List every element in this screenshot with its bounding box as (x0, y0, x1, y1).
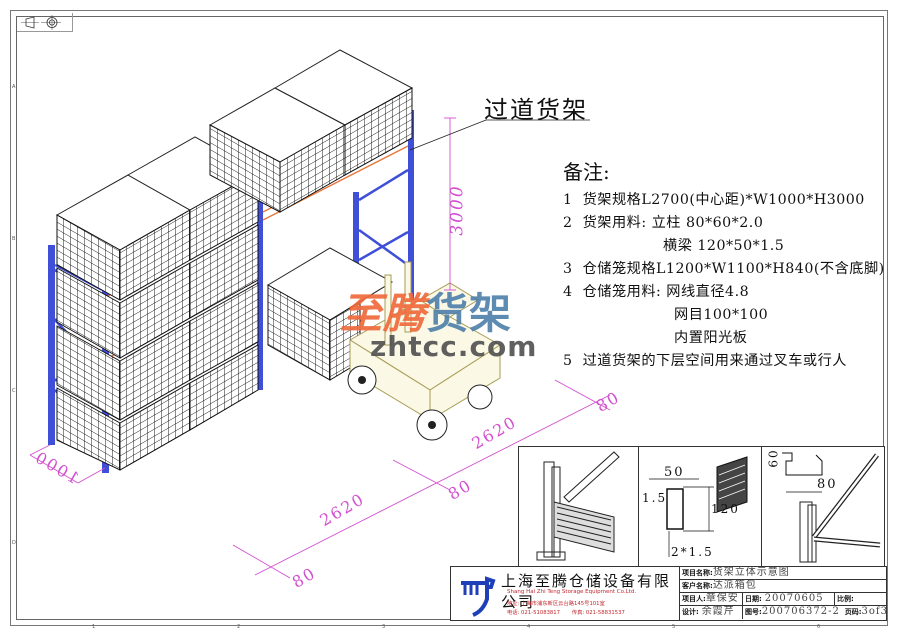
manager-label: 项目人: (682, 595, 706, 603)
detail-view-beam-section: 50 1.5 120 2*1.5 (639, 447, 762, 566)
project-name-label: 项目名称: (682, 569, 713, 577)
designer-value: 余霞芹 (701, 606, 735, 617)
scale-label: 比例: (837, 595, 854, 603)
detail-view-upright-section: 60 80 (762, 447, 884, 566)
note-item: 5 过道货架的下层空间用来通过叉车或行人 (563, 350, 893, 373)
note-number: 1 (563, 192, 573, 208)
project-name-row: 项目名称:货架立体示意图 (680, 567, 886, 580)
date-cell: 日期: 20070605 (742, 593, 834, 606)
company-name-cn: 上海至腾仓储设备有限公司 (501, 572, 672, 611)
note-text: 仓储笼用料: 网线直径4.8 (582, 284, 750, 300)
zone-mark-left: C (12, 388, 16, 394)
note-item: 网目100*100 (563, 304, 893, 327)
date-label: 日期: (745, 595, 762, 603)
notes-section: 备注: 1 货架规格L2700(中心距)*W1000*H3000 2 货架用料:… (563, 156, 893, 373)
note-text: 网目100*100 (674, 307, 769, 323)
upright-depth-label: 60 (766, 448, 781, 468)
drawing-no-value: 200706372-2 (761, 606, 840, 617)
page-value: 3of3 (861, 606, 888, 617)
watermark-brand: 至腾货架 (340, 280, 512, 341)
note-text: 内置阳光板 (674, 330, 748, 346)
note-text: 货架规格L2700(中心距)*W1000*H3000 (582, 192, 865, 208)
dimension-lines (29, 117, 611, 579)
company-phone-fax: 电话: 021-51083817 传真: 021-58831537 (507, 608, 625, 616)
leader-line (409, 119, 590, 151)
dimension-height: 3000 (447, 184, 468, 236)
drawing-no-cell: 图号:200706372-2 页码:3of3 (742, 606, 888, 619)
beam-width-label: 50 (664, 465, 685, 480)
storage-cages-passage-top (208, 49, 414, 213)
note-item: 内置阳光板 (563, 327, 893, 350)
note-item: 横梁 120*50*1.5 (563, 235, 893, 258)
note-number: 3 (563, 261, 573, 277)
zone-mark-bottom: 3 (382, 624, 386, 630)
beam-double-thickness-label: 2*1.5 (671, 545, 714, 559)
watermark-brand-red: 至腾 (340, 289, 427, 338)
drawing-border-outer (10, 10, 888, 626)
zone-mark-bottom: 1 (92, 624, 96, 630)
detail-views-panel: 50 1.5 120 2*1.5 60 80 (518, 446, 885, 567)
company-name-en: Shang Hai Zhi Teng Storage Equipment Co.… (507, 589, 637, 595)
beam-section-icon (649, 456, 748, 557)
watermark-url: zhtcc.com (370, 330, 538, 363)
note-text: 货架用料: 立柱 80*60*2.0 (582, 215, 764, 231)
manager-date-row: 项目人:章保安 日期: 20070605 比例: (680, 593, 886, 606)
note-text: 过道货架的下层空间用来通过叉车或行人 (582, 353, 847, 369)
designer-label: 设计: (682, 608, 699, 616)
date-value: 20070605 (764, 593, 824, 604)
watermark: 至腾货架 zhtcc.com (340, 280, 536, 363)
title-block: 上海至腾仓储设备有限公司 Shang Hai Zhi Teng Storage … (450, 566, 887, 621)
zone-mark-left: A (12, 84, 16, 90)
zone-mark-bottom: 6 (817, 624, 821, 630)
zone-mark-left: B (12, 236, 16, 242)
company-fax: 传真: 021-58831537 (571, 610, 625, 616)
note-number: 4 (563, 284, 573, 300)
company-info: 上海至腾仓储设备有限公司 Shang Hai Zhi Teng Storage … (451, 567, 680, 620)
drawing-no-label: 图号: (745, 608, 762, 616)
company-logo-icon (461, 576, 496, 617)
note-text: 仓储笼规格L1200*W1100*H840(不含底脚) (582, 261, 885, 277)
zone-mark-bottom: 5 (672, 624, 676, 630)
client-value: 达派箱包 (712, 580, 757, 591)
notes-heading: 备注: (563, 160, 610, 184)
manager-value: 章保安 (705, 593, 739, 604)
note-item: 3 仓储笼规格L1200*W1100*H840(不含底脚) (563, 258, 893, 281)
upright-section-icon (782, 452, 881, 563)
client-label: 客户名称: (682, 582, 713, 590)
note-item: 2 货架用料: 立柱 80*60*2.0 (563, 212, 893, 235)
client-row: 客户名称:达派箱包 (680, 580, 886, 593)
beam-height-label: 120 (711, 502, 740, 516)
beam-thickness-label: 1.5 (642, 491, 668, 505)
projection-symbol (17, 13, 73, 32)
scale-cell: 比例: (834, 593, 886, 606)
page-label: 页码: (844, 608, 862, 616)
note-item: 4 仓储笼用料: 网线直径4.8 (563, 281, 893, 304)
company-address: 地址: 上海市浦东新区云台路145号101室 (507, 601, 605, 607)
note-number: 5 (563, 353, 573, 369)
note-item: 1 货架规格L2700(中心距)*W1000*H3000 (563, 189, 893, 212)
upright-width-label: 80 (817, 477, 838, 492)
designer-drawing-row: 设计: 余霞芹 图号:200706372-2 页码:3of3 (680, 606, 888, 619)
note-number: 2 (563, 215, 573, 231)
passage-rack-frame (353, 110, 414, 302)
detail-view-joint (519, 447, 639, 566)
project-name-value: 货架立体示意图 (712, 567, 790, 578)
note-text: 横梁 120*50*1.5 (663, 238, 785, 254)
zone-mark-left: D (12, 540, 16, 546)
company-phone: 电话: 021-51083817 (507, 610, 561, 616)
watermark-brand-blue: 货架 (426, 289, 513, 338)
first-angle-projection-icon (21, 15, 61, 30)
storage-cages-left (55, 136, 260, 471)
callout-passage-rack: 过道货架 (484, 96, 588, 124)
zone-mark-bottom: 2 (237, 624, 241, 630)
zone-mark-bottom: 4 (527, 624, 531, 630)
upright-beam-joint-icon (536, 451, 620, 561)
forklift (347, 261, 501, 441)
